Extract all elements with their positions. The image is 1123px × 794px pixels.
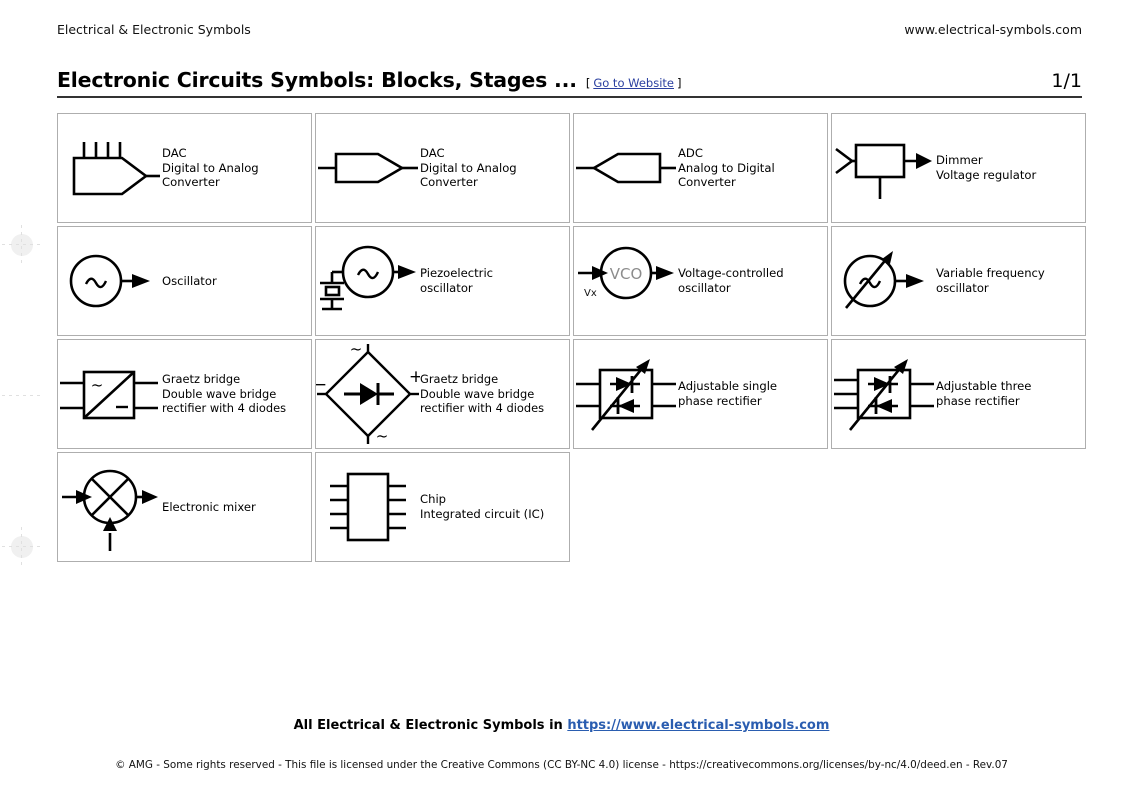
symbol-label: Adjustable three phase rectifier xyxy=(936,379,1032,408)
vco-inner-text: VCO xyxy=(610,265,643,283)
symbol-label: Variable frequency oscillator xyxy=(936,266,1045,295)
symbol-cell-adc[interactable]: ADC Analog to Digital Converter xyxy=(573,113,828,223)
symbol-cell-variable-frequency-oscillator[interactable]: Variable frequency oscillator xyxy=(831,226,1086,336)
registration-dot xyxy=(11,234,33,256)
oscillator-icon xyxy=(58,227,162,335)
vco-port-label: Vx xyxy=(584,288,597,299)
footer-copyright: © AMG - Some rights reserved - This file… xyxy=(115,759,1008,771)
symbol-cell-adjustable-single-phase-rectifier[interactable]: Adjustable single phase rectifier xyxy=(573,339,828,449)
symbol-cell-chip[interactable]: Chip Integrated circuit (IC) xyxy=(315,452,570,562)
symbol-label: DAC Digital to Analog Converter xyxy=(420,146,517,190)
dimmer-icon xyxy=(832,114,936,222)
symbol-cell-adjustable-three-phase-rectifier[interactable]: Adjustable three phase rectifier xyxy=(831,339,1086,449)
electronic-mixer-icon xyxy=(58,453,162,561)
symbol-label: Adjustable single phase rectifier xyxy=(678,379,778,408)
symbol-cell-graetz-bridge-diamond[interactable]: ~ ~ − + Graetz bridge Double wave bridge… xyxy=(315,339,570,449)
graetz-bridge-diamond-icon: ~ ~ − + xyxy=(316,340,420,448)
bracket-close: ] xyxy=(676,76,682,90)
registration-line-vertical xyxy=(21,527,22,567)
footer-website-link[interactable]: https://www.electrical-symbols.com xyxy=(567,718,830,733)
symbol-label: Graetz bridge Double wave bridge rectifi… xyxy=(162,372,287,416)
symbol-label: Piezoelectric oscillator xyxy=(420,266,494,295)
header-website: www.electrical-symbols.com xyxy=(904,22,1082,37)
symbol-label: DAC Digital to Analog Converter xyxy=(162,146,259,190)
registration-line-horizontal xyxy=(2,546,42,547)
graetz-ac-mark-bottom: ~ xyxy=(376,427,389,445)
graetz-bridge-square-icon: ~ xyxy=(58,340,162,448)
symbol-label: Graetz bridge Double wave bridge rectifi… xyxy=(420,372,545,416)
symbol-label: Chip Integrated circuit (IC) xyxy=(420,492,545,521)
bracket-open: [ xyxy=(585,76,591,90)
adjustable-three-phase-rectifier-icon xyxy=(832,340,936,448)
symbol-label: Dimmer Voltage regulator xyxy=(936,153,1037,182)
go-to-website-link[interactable]: Go to Website xyxy=(593,76,674,90)
symbol-label: Voltage-controlled oscillator xyxy=(678,266,784,295)
variable-frequency-oscillator-icon xyxy=(832,227,936,335)
adc-icon xyxy=(574,114,678,222)
grid-spacer xyxy=(573,452,828,562)
graetz-ac-mark: ~ xyxy=(91,376,104,394)
page-header: Electrical & Electronic Symbols www.elec… xyxy=(57,22,1082,37)
graetz-minus-mark: − xyxy=(316,375,327,395)
registration-line-horizontal xyxy=(2,244,42,245)
grid-spacer xyxy=(831,452,1086,562)
piezoelectric-oscillator-icon xyxy=(316,227,420,335)
symbol-cell-piezoelectric-oscillator[interactable]: Piezoelectric oscillator xyxy=(315,226,570,336)
chip-icon xyxy=(316,453,420,561)
adjustable-single-phase-rectifier-icon xyxy=(574,340,678,448)
registration-dash-middle xyxy=(2,395,44,396)
symbol-label: Oscillator xyxy=(162,273,217,288)
symbol-cell-vco[interactable]: VCO Vx Voltage-controlled oscillator xyxy=(573,226,828,336)
symbol-cell-oscillator[interactable]: Oscillator xyxy=(57,226,312,336)
symbol-cell-dac-parallel[interactable]: DAC Digital to Analog Converter xyxy=(57,113,312,223)
page-title: Electronic Circuits Symbols: Blocks, Sta… xyxy=(57,68,577,92)
registration-line-vertical xyxy=(21,225,22,265)
graetz-plus-mark: + xyxy=(409,367,420,387)
symbol-label: ADC Analog to Digital Converter xyxy=(678,146,775,190)
symbol-grid: DAC Digital to Analog Converter DAC Digi… xyxy=(57,113,1089,565)
footer-main: All Electrical & Electronic Symbols in h… xyxy=(0,718,1123,733)
go-to-website-wrap: [Go to Website] xyxy=(586,76,682,90)
graetz-ac-mark-top: ~ xyxy=(350,342,363,358)
symbol-cell-electronic-mixer[interactable]: Electronic mixer xyxy=(57,452,312,562)
registration-mark-top xyxy=(2,225,42,265)
symbol-cell-graetz-bridge-square[interactable]: ~ Graetz bridge Double wave bridge recti… xyxy=(57,339,312,449)
symbol-cell-dac-serial[interactable]: DAC Digital to Analog Converter xyxy=(315,113,570,223)
registration-mark-bottom xyxy=(2,527,42,567)
symbol-label: Electronic mixer xyxy=(162,499,256,514)
vco-icon: VCO Vx xyxy=(574,227,678,335)
dac-serial-icon xyxy=(316,114,420,222)
symbol-cell-dimmer[interactable]: Dimmer Voltage regulator xyxy=(831,113,1086,223)
dac-parallel-icon xyxy=(58,114,162,222)
registration-dot xyxy=(11,536,33,558)
page-number: 1/1 xyxy=(1051,70,1082,92)
header-title: Electrical & Electronic Symbols xyxy=(57,22,251,37)
footer-prefix: All Electrical & Electronic Symbols in xyxy=(293,718,568,733)
title-bar: Electronic Circuits Symbols: Blocks, Sta… xyxy=(57,68,1082,98)
